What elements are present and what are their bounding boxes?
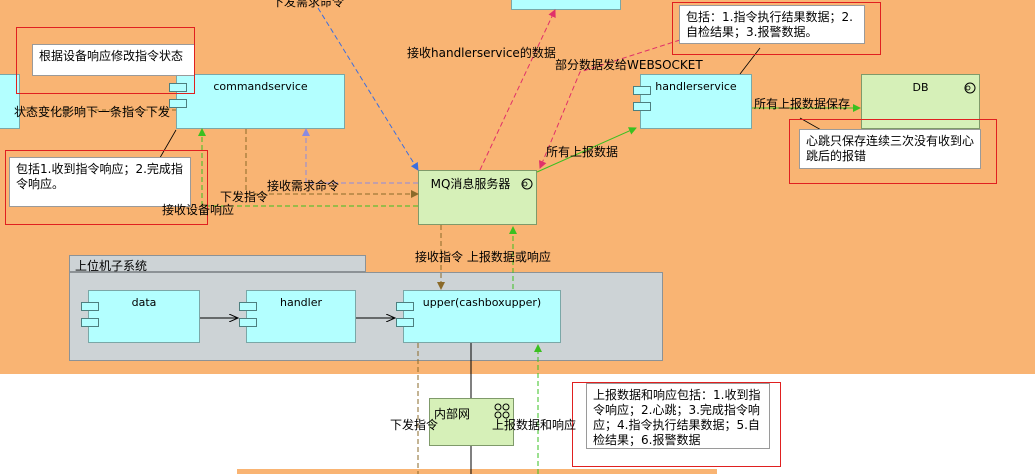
upper-component[interactable]: upper(cashboxupper) <box>396 290 561 343</box>
connector-recv-resp <box>198 128 418 207</box>
label-recv-cmd-report: 接收指令 上报数据或响应 <box>415 250 551 264</box>
connector-send-request <box>317 7 419 171</box>
commandservice-label: commandservice <box>213 80 308 93</box>
port-icon <box>633 102 651 111</box>
commandservice-component[interactable]: commandservice <box>169 74 345 129</box>
note-heartbeat-text: 心跳只保存连续三次没有收到心跳后的报错 <box>806 134 975 163</box>
port-icon <box>239 318 257 327</box>
data-label: data <box>131 296 157 309</box>
note-report-frame <box>572 382 781 467</box>
network-icon <box>494 403 510 419</box>
label-state-change: 状态变化影响下一条指令下发 <box>14 105 171 119</box>
note-report-text: 上报数据和响应包括：1.收到指令响应；2.心跳；3.完成指令响应；4.指令执行结… <box>593 388 761 447</box>
port-icon <box>633 86 651 95</box>
port-icon <box>81 302 99 311</box>
port-icon <box>239 302 257 311</box>
connector-recv-request <box>302 128 418 184</box>
label-issue-cmd: 下发指令 <box>220 190 269 204</box>
note-modify-state-frame <box>16 27 195 94</box>
handlerservice-label: handlerservice <box>655 80 737 93</box>
connector-issue-cmd <box>245 129 419 198</box>
handler-component[interactable]: handler <box>239 290 356 343</box>
note-response-text: 包括1.收到指令响应；2.完成指令响应。 <box>16 162 183 191</box>
label-partial-websocket: 部分数据发给WEBSOCKET <box>555 58 703 72</box>
label-recv-device-resp: 接收设备响应 <box>162 203 235 217</box>
note-response-includes: 包括1.收到指令响应；2.完成指令响应。 <box>9 157 191 207</box>
bottom-zone-strip <box>237 469 717 474</box>
note-heartbeat: 心跳只保存连续三次没有收到心跳后的报错 <box>799 129 981 169</box>
port-icon <box>169 99 187 108</box>
port-icon <box>396 302 414 311</box>
mq-label: MQ消息服务器 <box>430 177 511 191</box>
label-report-data-resp: 上报数据和响应 <box>492 418 577 432</box>
label-recv-request-cmd: 接收需求命令 <box>267 179 340 193</box>
handler-label: handler <box>279 296 322 309</box>
data-component[interactable]: data <box>81 290 200 343</box>
note-modify-state: 根据设备响应修改指令状态 <box>32 44 195 76</box>
database-icon <box>964 82 976 94</box>
port-icon <box>396 318 414 327</box>
port-icon <box>169 83 187 92</box>
note-modify-state-text: 根据设备响应修改指令状态 <box>39 49 184 63</box>
note-handler-frame <box>672 2 881 55</box>
note-response-frame <box>5 150 208 225</box>
intranet-node[interactable]: 内部网 <box>429 398 514 446</box>
mq-node-icon <box>521 178 533 190</box>
label-all-report-save: 所有上报数据保存 <box>754 97 851 111</box>
package-tab: 上位机子系统 <box>69 255 366 273</box>
connector-all-report <box>536 127 637 173</box>
note-report-includes: 上报数据和响应包括：1.收到指令响应；2.心跳；3.完成指令响应；4.指令执行结… <box>586 383 770 449</box>
handlerservice-component[interactable]: handlerservice <box>633 74 752 129</box>
db-label: DB <box>912 81 929 94</box>
label-issue-cmd-bottom: 下发指令 <box>390 418 439 432</box>
label-send-request-cmd: 下发需求命令 <box>272 0 345 9</box>
note-heartbeat-frame <box>789 119 997 184</box>
connector-websocket <box>539 39 681 169</box>
package-title: 上位机子系统 <box>75 259 148 273</box>
upper-label: upper(cashboxupper) <box>422 296 542 309</box>
top-partial-component[interactable] <box>511 0 621 10</box>
note-handler-text: 包括：1.指令执行结果数据；2.自检结果；3.报警数据。 <box>686 10 853 39</box>
note-handler-includes: 包括：1.指令执行结果数据；2.自检结果；3.报警数据。 <box>679 5 865 44</box>
label-all-report: 所有上报数据 <box>546 145 619 159</box>
port-icon <box>81 318 99 327</box>
connector-to-top <box>479 9 556 171</box>
left-partial-component[interactable] <box>0 74 20 129</box>
label-recv-handlerservice-data: 接收handlerservice的数据 <box>407 46 556 60</box>
intranet-label: 内部网 <box>434 407 471 421</box>
